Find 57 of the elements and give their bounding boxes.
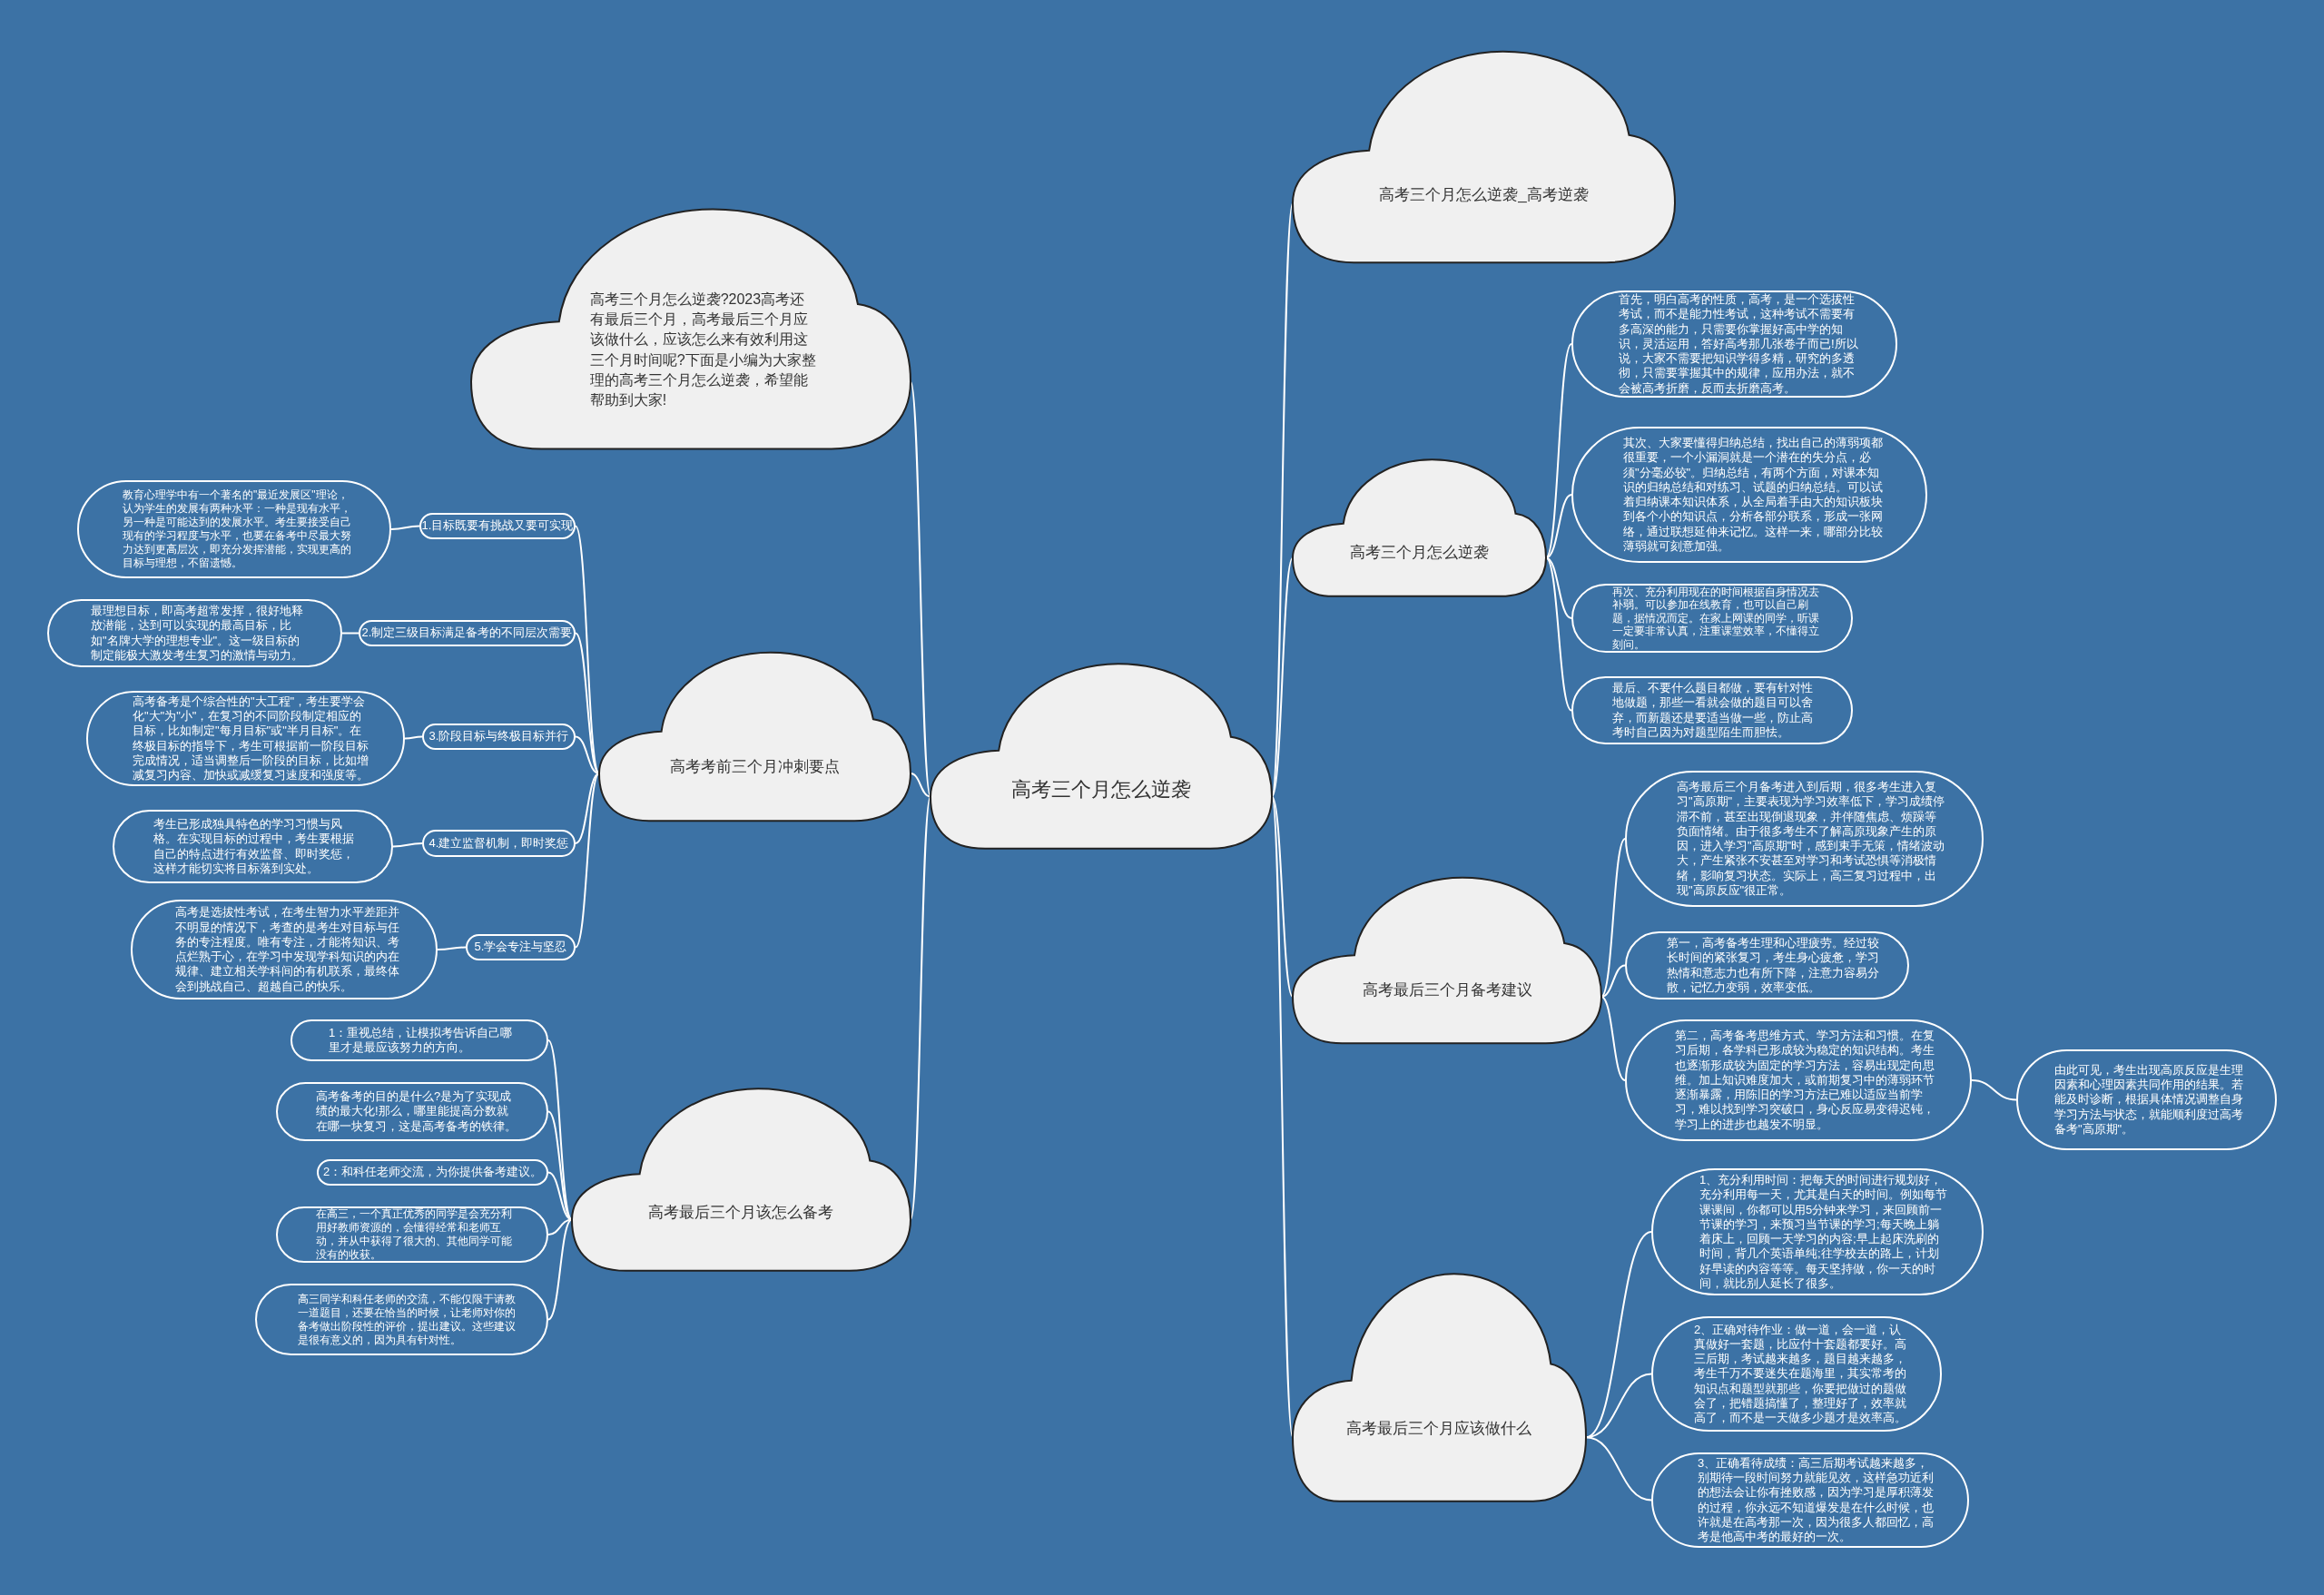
connector-line [392, 842, 423, 848]
connector-line [437, 946, 467, 950]
note-bubble: 其次、大家要懂得归纳总结，找出自己的薄弱项都很重要，一个小漏洞就是一个潜在的失分点，必须"分毫必较"。归纳总结，有两个方面，对课本知识的归纳总结和对练习、试题的归纳总结。可以试着归纳课本知识体系，从全局着手由大的知识板块到各个小的知识点，分析各部分联系，形成一张网络，通过联想延伸来记忆。这样一来，哪部分比较薄弱就可刻意加强。 [1571, 427, 1927, 563]
connector-line [547, 1110, 573, 1221]
connector-line [404, 735, 423, 740]
note-bubble: 高考是选拔性考试，在考生智力水平差距并不明显的情况下，考查的是考生对目标与任务的专注程度。唯有专注，才能将知识、考点烂熟于心，在学习中发现学科知识的内在规律、建立相关学科间的有机联系，最终体会到挑战自己、超越自己的快乐。 [131, 900, 438, 999]
connector-line [575, 773, 600, 949]
connector-line [1545, 343, 1572, 559]
connector-line [1600, 964, 1626, 998]
note-bubble: 高考备考的目的是什么?是为了实现成绩的最大化!那么，哪里能提高分数就在哪一块复习，这是高考备考的铁律。 [276, 1082, 548, 1141]
connector-line [1585, 1373, 1652, 1439]
note-bubble: 在高三，一个真正优秀的同学是会充分利用好教师资源的，会懂得经常和老师互动，并从中获得了很大的、其他同学可能没有的收获。 [276, 1206, 548, 1263]
connector-line [341, 632, 359, 635]
note-bubble: 高考最后三个月备考进入到后期，很多考生进入复习"高原期"，主要表现为学习效率低下，学习成绩停滞不前，甚至出现倒退现象，并伴随焦虑、烦躁等负面情绪。由于很多考生不了解高原现象产生的原因，进入学习"高原期"时，感到束手无策，情绪波动大，产生紧张不安甚至对学习和考试恐惧等消极情绪，影响复习状态。实际上，高三复习过程中，出现"高原反应"很正常。 [1625, 771, 1984, 907]
connector-line [1545, 494, 1572, 559]
connector-line [547, 1171, 573, 1221]
note-bubble: 3、正确看待成绩：高三后期考试越来越多，别期待一段时间努力就能见效，这样急功近利的想法会让你有挫败感，因为学习是厚积薄发的过程，你永远不知道爆发是在什么时候，也许就是在高考那一次，因为很多人都回忆，高考是他高中考的最好的一次。 [1651, 1452, 1969, 1548]
connector-line [1545, 556, 1572, 619]
note-bubble: 高三同学和科任老师的交流，不能仅限于请教一道题目，还要在恰当的时候，让老师对你的备考做出阶段性的评价，提出建议。这些建议是很有意义的，因为具有针对性。 [255, 1284, 548, 1355]
connector-line [390, 525, 420, 530]
connector-line [575, 632, 600, 775]
topic-bubble: 2：和科任老师交流，为你提供备考建议。 [317, 1159, 548, 1186]
connector-line [1271, 556, 1294, 798]
connector-line [547, 1218, 573, 1321]
connector-line [1585, 1436, 1652, 1501]
note-bubble: 由此可见，考生出现高原反应是生理因素和心理因素共同作用的结果。若能及时诊断，根据具体情况调整自身学习方法与状态，就能顺利度过高考备考"高原期"。 [2016, 1049, 2277, 1150]
topic-bubble: 2.制定三级目标满足备考的不同层次需要 [359, 620, 576, 646]
topic-bubble: 3.阶段目标与终极目标并行 [422, 724, 576, 750]
connector-line [1271, 795, 1294, 998]
note-bubble: 2、正确对待作业：做一道，会一道，认真做好一套题，比应付十套题都要好。高三后期，考试越来越多，题目越来越多，考生千万不要迷失在题海里，其实常考的知识点和题型就那些，你要把做过的题做会了，把错题搞懂了，整理好了，效率就高了，而不是一天做多少题才是效率高。 [1651, 1316, 1942, 1432]
connector-line [1971, 1079, 2017, 1101]
cloud-node: 高考考前三个月冲刺要点 [599, 649, 911, 824]
note-bubble: 第二，高考备考思维方式、学习方法和习惯。在复习后期，各学科已形成较为稳定的知识结构。考生也逐渐形成较为固定的学习方法，容易出现定向思维。加上知识难度加大，或前期复习中的薄弱环节逐渐暴露，用陈旧的学习方法已难以适应当前学习，难以找到学习突破口，身心反应易变得迟钝，学习上的进步也越发不明显。 [1625, 1019, 1972, 1141]
cloud-node: 高考最后三个月备考建议 [1293, 874, 1601, 1047]
note-bubble: 最理想目标，即高考超常发挥，很好地释放潜能，达到可以实现的最高目标，比如"名牌大学的理想专业"。这一级目标的制定能极大激发考生复习的激情与动力。 [47, 599, 342, 667]
connector-line [575, 773, 600, 844]
cloud-node: 高考三个月怎么逆袭 [1293, 457, 1546, 599]
note-bubble: 第一，高考备考生理和心理疲劳。经过较长时间的紧张复习，考生身心疲惫，学习热情和意志力也有所下降，注意力容易分散，记忆力变弱，效率变低。 [1625, 931, 1909, 999]
connector-line [1545, 556, 1572, 712]
connector-line [547, 1218, 573, 1236]
note-bubble: 1：重视总结，让模拟考告诉自己哪里才是最应该努力的方向。 [290, 1019, 548, 1061]
note-bubble: 考生已形成独具特色的学习习惯与风格。在实现目标的过程中，考生要根据自己的特点进行有效监督、即时奖惩，这样才能切实将目标落到实处。 [113, 810, 393, 883]
cloud-node: 高考三个月怎么逆袭 [931, 660, 1272, 852]
connector-line [1600, 838, 1626, 998]
topic-bubble: 1.目标既要有挑战又要可实现 [419, 513, 576, 539]
note-bubble: 最后、不要什么题目都做，要有针对性地做题，那些一看就会做的题目可以舍弃，而新题还是要适当做一些，防止高考时自己因为对题型陌生而胆怯。 [1571, 676, 1853, 744]
connector-line [575, 735, 600, 775]
topic-bubble: 4.建立监督机制，即时奖惩 [422, 830, 576, 857]
note-bubble: 首先，明白高考的性质，高考，是一个选拔性考试，而不是能力性考试，这种考试不需要有多高深的能力，只需要你掌握好高中学的知识，灵活运用，答好高考那几张卷子而已!所以说，大家不需要把知识学得多精，研究的多透彻，只需要掌握其中的规律，应用办法，就不会被高考折磨，反而去折磨高考。 [1571, 290, 1897, 398]
note-bubble: 1、充分利用时间：把每天的时间进行规划好，充分利用每一天，尤其是白天的时间。例如每节课课间，你都可以用5分钟来学习，来回顾前一节课的学习，来预习当节课的学习;每天晚上躺着床上，回顾一天学习的内容;早上起床洗刷的时间，背几个英语单纯;往学校去的路上，计划好早读的内容等等。每天坚持做，你一天的时间，就比别人延长了很多。 [1651, 1168, 1984, 1295]
topic-bubble: 5.学会专注与坚忍 [466, 934, 576, 960]
cloud-node: 高考最后三个月该怎么备考 [572, 1085, 911, 1275]
connector-line [910, 773, 931, 798]
note-bubble: 高考备考是个综合性的"大工程"，考生要学会化"大"为"小"，在复习的不同阶段制定相应的目标，比如制定"每月目标"或"半月目标"。在终极目标的指导下，考生可根据前一阶段目标完成情况，适当调整后一阶段的目标，比如增减复习内容、加快或减缓复习速度和强度等。 [86, 691, 405, 786]
note-bubble: 教育心理学中有一个著名的"最近发展区"理论，认为学生的发展有两种水平：一种是现有水平，另一种是可能达到的发展水平。考生要接受自己现有的学习程度与水平，也要在备考中尽最大努力达到更高层次，即充分发挥潜能，实现更高的目标与理想，不留遗憾。 [77, 480, 391, 578]
note-bubble: 再次、充分利用现在的时间根据自身情况去补弱。可以参加在线教育，也可以自己刷题，据情况而定。在家上网课的同学，听课一定要非常认真，注重课堂效率，不懂得立刻问。 [1571, 584, 1853, 653]
connector-line [1600, 995, 1626, 1081]
